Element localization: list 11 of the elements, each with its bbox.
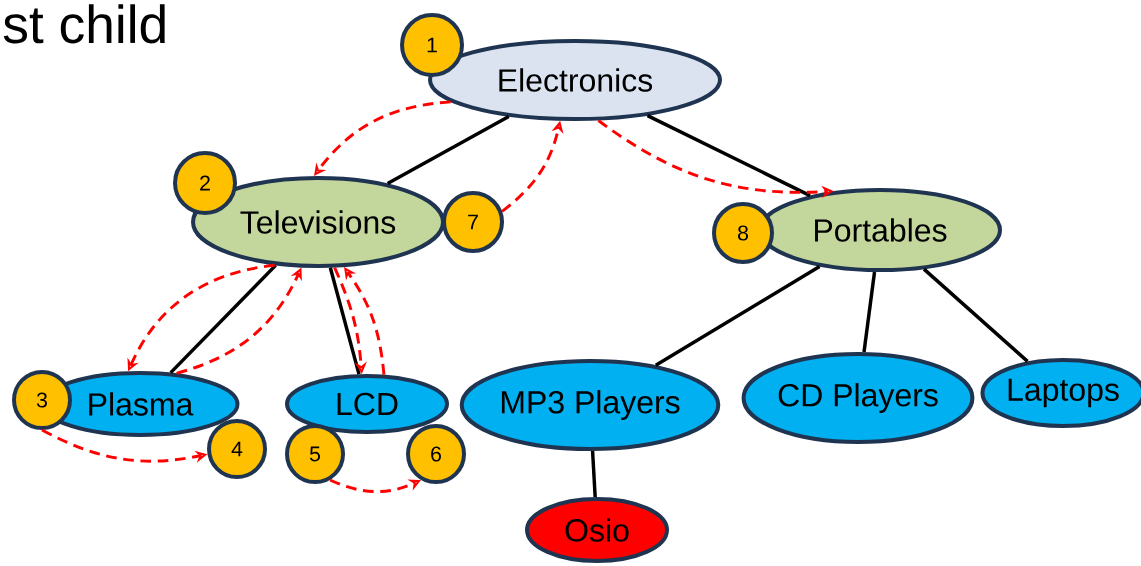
tree-line <box>169 264 277 374</box>
traversal-arrow <box>344 267 386 375</box>
tree-line <box>590 450 597 498</box>
traversal-arrow <box>314 100 451 176</box>
tree-line <box>328 267 361 375</box>
tree-line <box>646 114 811 198</box>
tree-line <box>386 115 510 186</box>
heading-text: st child <box>3 4 165 44</box>
tree-line <box>654 265 821 367</box>
tree-line <box>922 267 1029 363</box>
tree-line <box>862 271 877 353</box>
